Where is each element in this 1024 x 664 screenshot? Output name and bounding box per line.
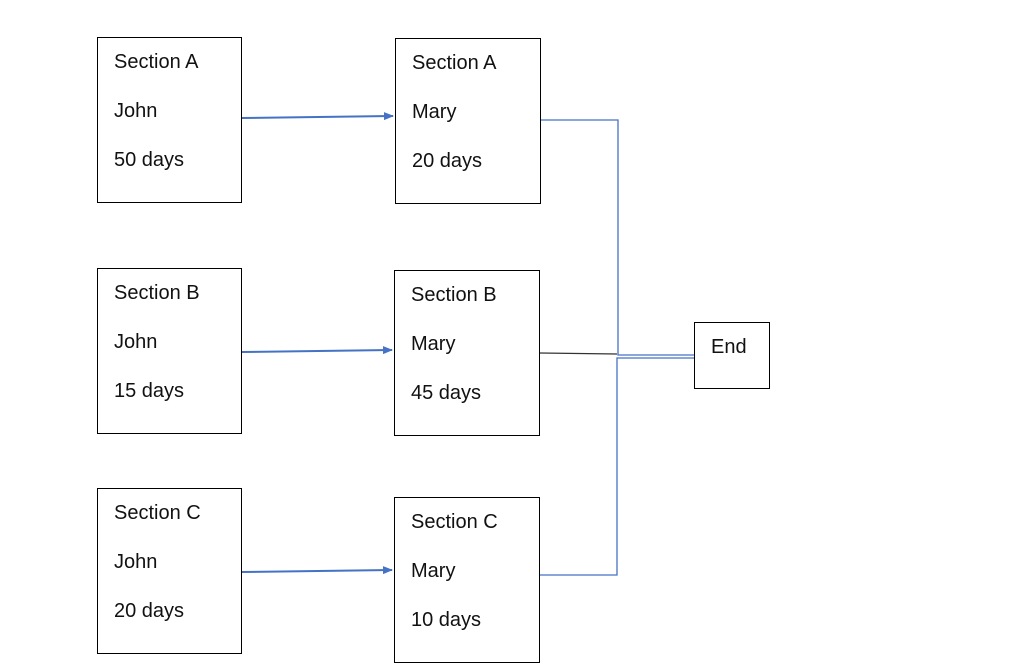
mary-section-c-box: Section C Mary 10 days (394, 497, 540, 663)
mary-section-a-box: Section A Mary 20 days (395, 38, 541, 204)
box-person-label: Mary (411, 333, 456, 355)
box-section-label: Section A (114, 51, 199, 73)
box-section-label: Section B (114, 282, 200, 304)
john-section-a-box: Section A John 50 days (97, 37, 242, 203)
box-person-label: John (114, 331, 158, 353)
john-section-c-box: Section C John 20 days (97, 488, 242, 654)
connector-section-a-to-end (540, 119, 695, 356)
connector-section-b-to-end (539, 352, 618, 355)
box-section-label: Section C (411, 511, 498, 533)
box-duration-label: 10 days (411, 609, 482, 631)
box-section-label: Section B (411, 284, 497, 306)
box-duration-label: 15 days (114, 380, 185, 402)
box-duration-label: 20 days (412, 150, 483, 172)
mary-section-b-box: Section B Mary 45 days (394, 270, 540, 436)
box-duration-label: 50 days (114, 149, 185, 171)
box-duration-label: 45 days (411, 382, 482, 404)
box-person-label: Mary (412, 101, 457, 123)
connector-section-c-to-end (540, 357, 695, 576)
arrow-section-b (241, 346, 393, 355)
box-person-label: Mary (411, 560, 456, 582)
john-section-b-box: Section B John 15 days (97, 268, 242, 434)
box-person-label: John (114, 551, 158, 573)
box-person-label: John (114, 100, 158, 122)
end-box: End (694, 322, 770, 389)
box-duration-label: 20 days (114, 600, 185, 622)
box-section-label: Section C (114, 502, 201, 524)
box-section-label: Section A (412, 52, 497, 74)
end-label: End (711, 336, 747, 358)
arrow-section-a (241, 112, 394, 121)
arrow-section-c (240, 566, 393, 575)
